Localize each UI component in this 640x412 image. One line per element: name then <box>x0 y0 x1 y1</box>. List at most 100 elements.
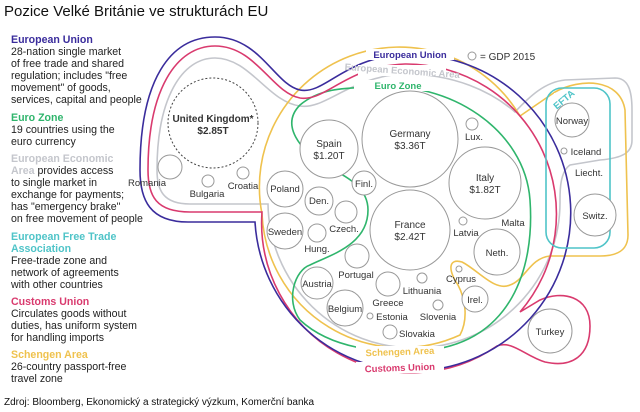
country-name: Latvia <box>453 228 479 239</box>
legend-text: on free movement of people <box>11 213 143 225</box>
country-finl: Finl. <box>351 170 377 196</box>
gdp-circle <box>366 312 374 320</box>
country-belgium: Belgium <box>326 289 364 327</box>
gdp-circle <box>236 166 250 180</box>
country-name: Lithuania <box>403 286 442 297</box>
zone-label-euro: Euro Zone <box>375 81 422 92</box>
country-name: France <box>394 220 426 231</box>
legend-eu-title: European Union <box>11 34 93 46</box>
zone-label-bg <box>554 93 578 104</box>
gdp-circle <box>299 119 359 179</box>
source-note: Zdroj: Bloomberg, Ekonomický a strategic… <box>4 397 315 408</box>
page-title: Pozice Velké Británie ve strukturách EU <box>4 3 269 20</box>
country-name: Hung. <box>304 244 329 255</box>
country-name: United Kingdom* <box>172 114 253 125</box>
country-den: Den. <box>304 186 334 216</box>
boundary-eea <box>156 57 633 349</box>
country-spain: Spain$1.20T <box>299 119 359 179</box>
country-gdp: $2.85T <box>197 126 228 137</box>
legend-text: regulation; includes "free <box>11 70 128 82</box>
country-name: Bulgaria <box>190 189 226 200</box>
zone-label-bg <box>356 346 444 357</box>
country-name: Cyprus <box>446 274 476 285</box>
legend-text: 28-nation single market <box>11 46 122 58</box>
gdp-circle <box>326 289 364 327</box>
legend-customs: Customs Union Circulates goods without d… <box>11 296 137 344</box>
legend-text: exchange for payments; <box>11 189 125 201</box>
country-cyprus: Cyprus <box>446 265 476 285</box>
country-sweden: Sweden <box>266 212 304 250</box>
country-neth: Neth. <box>473 228 521 276</box>
country-norway: Norway <box>554 102 590 138</box>
country-name: Irel. <box>467 295 483 306</box>
country-name: Switz. <box>582 211 607 222</box>
country-romania: Romania <box>128 154 183 189</box>
gdp-circle <box>382 324 398 340</box>
zone-label-bg <box>358 65 446 76</box>
country-czech: Czech. <box>329 200 359 235</box>
country-name: Estonia <box>376 312 408 323</box>
country-name: Iceland <box>571 147 602 158</box>
country-hung: Hung. <box>304 223 330 255</box>
gdp-circle <box>304 186 334 216</box>
country-iceland: Iceland <box>560 147 602 158</box>
gdp-circle <box>416 272 428 284</box>
boundary-efta <box>545 87 611 249</box>
country-name: Neth. <box>486 248 509 259</box>
gdp-circle <box>307 223 327 243</box>
country-gdp: $1.82T <box>469 185 500 196</box>
legend-eea: European Economic Area provides access t… <box>11 153 143 225</box>
gdp-circle <box>465 117 479 131</box>
gdp-circle <box>266 212 304 250</box>
country-name: Sweden <box>268 227 302 238</box>
country-name: Germany <box>389 129 430 140</box>
gdp-circle <box>167 77 259 169</box>
country-united-kingdom: United Kingdom*$2.85T <box>167 77 259 169</box>
country-gdp: $1.20T <box>313 151 344 162</box>
gdp-circle <box>300 266 334 300</box>
country-name: Austria <box>302 279 332 290</box>
country-name: Slovakia <box>399 329 436 340</box>
legend-eea-title: European Economic <box>11 153 114 165</box>
legend-eu: European Union 28-nation single market o… <box>11 34 142 106</box>
country-name: Liecht. <box>575 168 603 179</box>
country-gdp: $3.36T <box>394 141 425 152</box>
legend-schengen-title: Schengen Area <box>11 349 88 361</box>
country-name: Den. <box>309 196 329 207</box>
legend-text: with other countries <box>11 279 103 291</box>
gdp-circle <box>455 265 463 273</box>
legend-text: 26-country passport-free <box>11 361 127 373</box>
country-latvia: Latvia <box>453 216 479 239</box>
country-name: Italy <box>476 173 494 184</box>
country-france: France$2.42T <box>369 189 451 271</box>
legend-text: network of agreements <box>11 267 119 279</box>
country-name: Slovenia <box>420 312 457 323</box>
country-slovakia: Slovakia <box>382 324 436 340</box>
country-name: Romania <box>128 178 167 189</box>
gdp-circle <box>448 146 522 220</box>
gdp-circle <box>344 243 370 269</box>
country-name: Belgium <box>328 304 362 315</box>
gdp-circle <box>527 308 573 354</box>
country-gdp: $2.42T <box>394 232 425 243</box>
country-lithuania: Lithuania <box>403 272 442 297</box>
zone-label-bg <box>366 49 454 60</box>
legend-customs-title: Customs Union <box>11 296 90 308</box>
boundary-euro-zone <box>291 85 532 353</box>
country-portugal: Portugal <box>338 243 374 281</box>
country-slovenia: Slovenia <box>420 299 457 323</box>
country-lux: Lux. <box>465 117 483 143</box>
zone-label-eu: European Union <box>373 50 447 61</box>
legend-text: euro currency <box>11 136 76 148</box>
gdp-circle <box>157 154 183 180</box>
legend-text: has "emergency brake" <box>11 201 121 213</box>
country-name: Portugal <box>338 270 373 281</box>
country-germany: Germany$3.36T <box>361 90 459 188</box>
zone-label-customs: Customs Union <box>365 362 436 375</box>
country-irel: Irel. <box>461 285 489 313</box>
country-estonia: Estonia <box>366 312 409 323</box>
legend-text: for handling imports <box>11 332 105 344</box>
country-name: Finl. <box>355 179 373 190</box>
legend-eea-title: Area <box>11 165 35 177</box>
legend-text: movement" of goods, <box>11 82 111 94</box>
